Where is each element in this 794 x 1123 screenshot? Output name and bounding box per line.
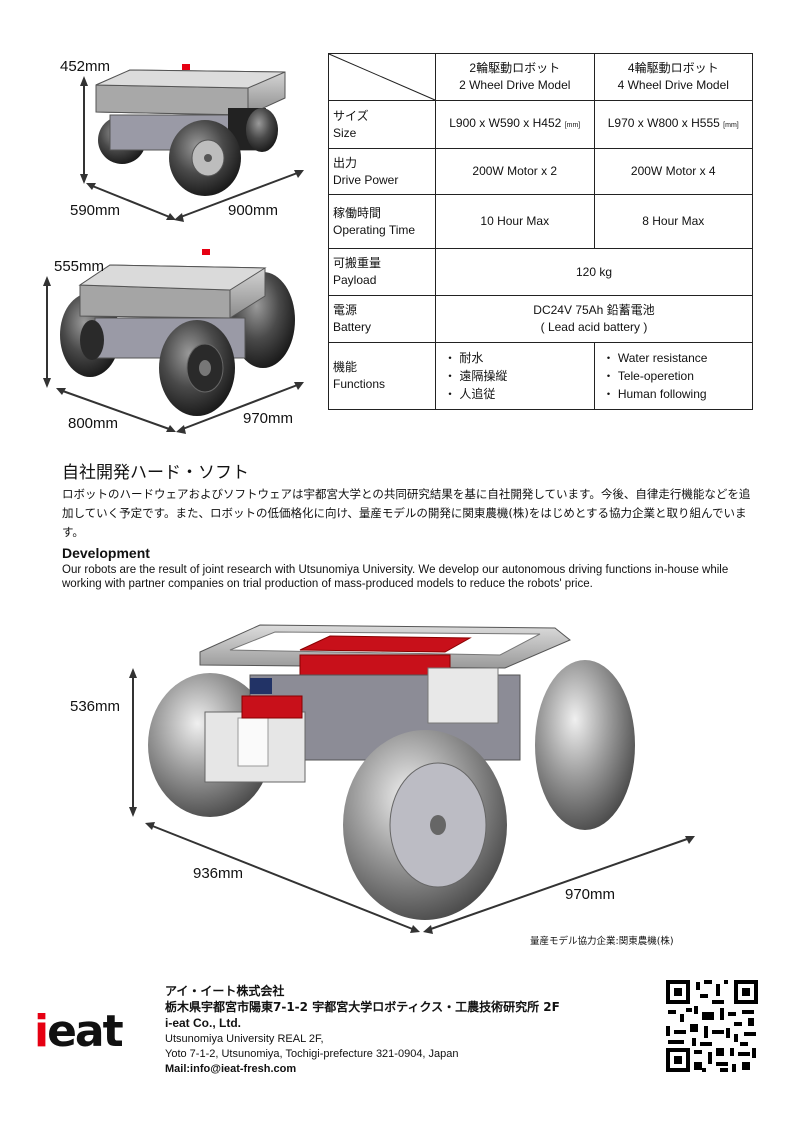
- spec-size-2wd: L900 x W590 x H452 [mm]: [435, 100, 595, 149]
- spec-row-functions-label: 機能 Functions: [328, 342, 436, 410]
- power-en: Drive Power: [333, 172, 399, 187]
- company-address-jp: 栃木県宇都宮市陽東7-1-2 宇都宮大学ロボティクス・工農技術研究所 2F: [165, 1000, 560, 1014]
- qr-code-icon: [664, 978, 760, 1074]
- spec-header-4wd-en: 4 Wheel Drive Model: [617, 78, 729, 92]
- spec-battery-value: DC24V 75Ah 鉛蓄電池 ( Lead acid battery ): [435, 295, 753, 343]
- functions-jp: 機能: [333, 360, 358, 374]
- size-en: Size: [333, 125, 357, 140]
- company-mail: Mail:info@ieat-fresh.com: [165, 1063, 297, 1075]
- logo-eat: eat: [47, 1006, 124, 1057]
- function-item: 耐水: [444, 349, 590, 367]
- battery-value-jp: DC24V 75Ah 鉛蓄電池: [533, 303, 655, 317]
- payload-en: Payload: [333, 273, 377, 287]
- two-wheel-robot-illustration: [80, 64, 304, 222]
- four-wheel-length-label: 970mm: [243, 410, 294, 427]
- spec-header-blank: [328, 53, 436, 101]
- time-jp: 稼働時間: [333, 205, 382, 220]
- size-4wd-unit: [mm]: [723, 122, 739, 129]
- section-body-jp: ロボットのハードウェアおよびソフトウェアは宇都宮大学との共同研究結果を基に自社開…: [62, 487, 751, 539]
- functions-en: Functions: [333, 377, 386, 391]
- section-title-en: Development: [62, 545, 150, 561]
- prototype-height-label: 536mm: [70, 698, 121, 715]
- company-info: アイ・イート株式会社 栃木県宇都宮市陽東7-1-2 宇都宮大学ロボティクス・工農…: [165, 983, 560, 1077]
- spec-table: 2輪駆動ロボット 2 Wheel Drive Model 4輪駆動ロボット 4 …: [328, 53, 753, 410]
- spec-header-4wd-jp: 4輪駆動ロボット: [627, 61, 719, 75]
- company-logo: ieat: [34, 1006, 124, 1057]
- spec-row-time-label: 稼働時間 Operating Time: [328, 194, 436, 249]
- size-2wd-unit: [mm]: [564, 122, 581, 129]
- spec-power-4wd: 200W Motor x 4: [593, 148, 753, 195]
- company-address-en-1: Utsunomiya University REAL 2F,: [165, 1033, 324, 1045]
- four-wheel-height-label: 555mm: [54, 258, 105, 275]
- spec-payload-value: 120 kg: [435, 248, 753, 296]
- size-2wd-value: L900 x W590 x H452: [449, 116, 562, 130]
- two-wheel-length-label: 900mm: [228, 202, 279, 219]
- company-name-jp: アイ・イート株式会社: [165, 984, 285, 998]
- battery-jp: 電源: [333, 303, 358, 317]
- spec-header-2wd-jp: 2輪駆動ロボット: [469, 61, 561, 75]
- function-item: Tele-operetion: [603, 367, 749, 385]
- function-item: Human following: [603, 385, 749, 403]
- prototype-length-label: 970mm: [565, 886, 616, 903]
- spec-header-2wd: 2輪駆動ロボット 2 Wheel Drive Model: [435, 53, 595, 101]
- two-wheel-width-label: 590mm: [70, 202, 121, 219]
- spec-header-4wd: 4輪駆動ロボット 4 Wheel Drive Model: [593, 53, 753, 101]
- battery-value-en: ( Lead acid battery ): [540, 320, 648, 334]
- company-address-en-2: Yoto 7-1-2, Utsunomiya, Tochigi-prefectu…: [165, 1048, 459, 1060]
- prototype-robot-illustration: [129, 624, 695, 934]
- payload-jp: 可搬重量: [333, 256, 382, 270]
- section-body-en: Our robots are the result of joint resea…: [62, 564, 729, 590]
- power-jp: 出力: [333, 155, 358, 170]
- spec-row-battery-label: 電源 Battery: [328, 295, 436, 343]
- section-title-jp: 自社開発ハード・ソフト: [62, 463, 249, 483]
- spec-time-2wd: 10 Hour Max: [435, 194, 595, 249]
- size-jp: サイズ: [333, 108, 369, 123]
- battery-en: Battery: [333, 320, 372, 334]
- size-4wd-value: L970 x W800 x H555: [607, 116, 720, 130]
- two-wheel-height-label: 452mm: [60, 58, 111, 75]
- four-wheel-robot-illustration: [43, 249, 304, 434]
- logo-i: i: [34, 1006, 49, 1057]
- function-item: 人追従: [444, 385, 590, 403]
- spec-functions-en: Water resistance Tele-operetion Human fo…: [593, 342, 753, 410]
- prototype-width-label: 936mm: [193, 865, 244, 882]
- spec-row-size-label: サイズ Size: [328, 100, 436, 149]
- spec-power-2wd: 200W Motor x 2: [435, 148, 595, 195]
- function-item: 遠隔操縦: [444, 367, 590, 385]
- spec-size-4wd: L970 x W800 x H555 [mm]: [593, 100, 753, 149]
- spec-functions-jp: 耐水 遠隔操縦 人追従: [435, 342, 595, 410]
- spec-row-power-label: 出力 Drive Power: [328, 148, 436, 195]
- spec-row-payload-label: 可搬重量 Payload: [328, 248, 436, 296]
- spec-time-4wd: 8 Hour Max: [593, 194, 753, 249]
- spec-header-2wd-en: 2 Wheel Drive Model: [459, 78, 571, 92]
- time-en: Operating Time: [333, 222, 416, 237]
- company-name-en: i-eat Co., Ltd.: [165, 1016, 241, 1030]
- partner-note: 量産モデル協力企業:関東農機(株): [530, 936, 674, 947]
- function-item: Water resistance: [603, 349, 749, 367]
- four-wheel-width-label: 800mm: [68, 415, 119, 432]
